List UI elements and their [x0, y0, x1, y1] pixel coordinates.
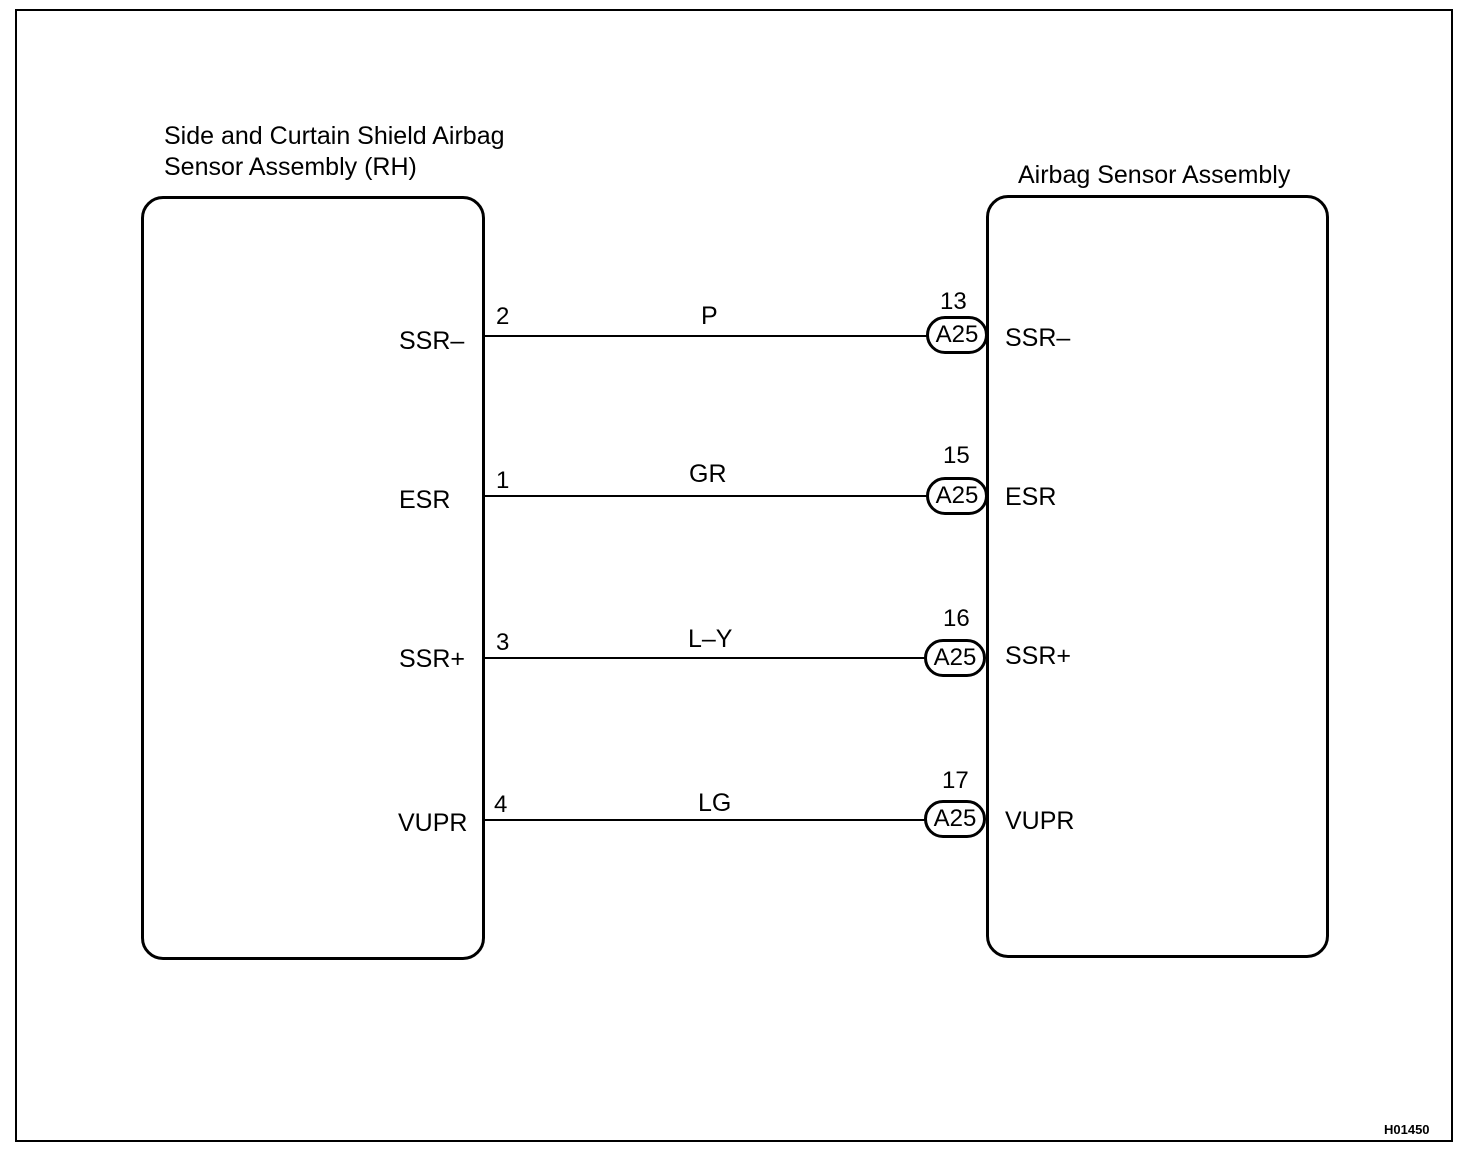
right-pin-17: 17	[942, 767, 969, 794]
left-pin-3: 3	[496, 629, 510, 656]
right-pin-13: 13	[940, 288, 967, 315]
wire-color-p: P	[701, 302, 718, 330]
left-pin-1: 1	[496, 467, 510, 494]
left-module-title-line1: Side and Curtain Shield Airbag	[164, 122, 505, 150]
connector-a25-pin13: A25	[926, 316, 988, 354]
right-module-title: Airbag Sensor Assembly	[1018, 161, 1291, 189]
left-module-title-line2: Sensor Assembly (RH)	[164, 153, 417, 181]
left-terminal-vupr: VUPR	[398, 809, 468, 837]
right-terminal-ssr-plus: SSR+	[1005, 642, 1072, 670]
left-terminal-ssr-plus: SSR+	[399, 645, 466, 673]
right-pin-15: 15	[943, 442, 970, 469]
wire-esr	[485, 495, 929, 497]
wire-color-l-y: L–Y	[688, 625, 733, 653]
connector-a25-pin17: A25	[924, 800, 986, 838]
figure-code: H01450	[1384, 1122, 1430, 1137]
left-pin-4: 4	[494, 791, 508, 818]
left-terminal-ssr-minus: SSR–	[399, 327, 465, 355]
diagram-frame	[15, 9, 1453, 1142]
left-terminal-esr: ESR	[399, 486, 451, 514]
right-terminal-ssr-minus: SSR–	[1005, 324, 1071, 352]
right-pin-16: 16	[943, 605, 970, 632]
right-module-box	[986, 195, 1329, 958]
wire-ssr-minus	[485, 335, 929, 337]
wire-ssr-plus	[485, 657, 929, 659]
wire-color-gr: GR	[689, 460, 727, 488]
left-module-box	[141, 196, 485, 960]
connector-a25-pin15: A25	[926, 477, 988, 515]
connector-a25-pin16: A25	[924, 639, 986, 677]
left-pin-2: 2	[496, 303, 510, 330]
right-terminal-esr: ESR	[1005, 483, 1057, 511]
wire-vupr	[485, 819, 929, 821]
wire-color-lg: LG	[698, 789, 732, 817]
right-terminal-vupr: VUPR	[1005, 807, 1075, 835]
